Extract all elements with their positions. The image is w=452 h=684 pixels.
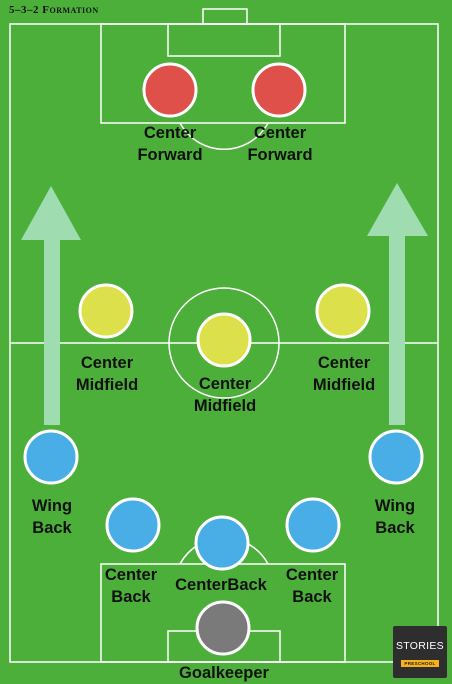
label-line: Center [317, 354, 371, 372]
label-line: Midfield [193, 397, 257, 415]
player-center-midfield-left [78, 283, 134, 339]
label-line: CenterBack [175, 576, 267, 594]
logo-text: STORIES [395, 640, 444, 652]
label-wing-back-right: Wing Back [375, 495, 415, 539]
label-line: Forward [137, 146, 203, 164]
label-line: Center [80, 354, 134, 372]
center-circle [168, 287, 280, 399]
label-line: Wing [374, 497, 416, 515]
label-center-midfield-right: Center Midfield [313, 352, 375, 396]
label-center-midfield-center: Center Midfield [194, 373, 256, 417]
label-line: Back [292, 588, 332, 606]
label-line: Back [32, 519, 72, 537]
label-line: Wing [31, 497, 73, 515]
player-wing-back-left [23, 429, 79, 485]
label-center-back-middle: CenterBack [175, 574, 267, 596]
player-center-back-left [105, 497, 161, 553]
label-line: Center [104, 566, 158, 584]
label-line: Forward [247, 146, 313, 164]
label-line: Midfield [75, 376, 139, 394]
logo-subtext: PRESCHOOL [401, 660, 439, 667]
label-center-back-left: Center Back [105, 564, 157, 608]
label-line: Goalkeeper [179, 664, 269, 682]
label-line: Midfield [312, 376, 376, 394]
label-center-midfield-left: Center Midfield [76, 352, 138, 396]
label-wing-back-left: Wing Back [32, 495, 72, 539]
label-center-forward-right: Center Forward [247, 122, 312, 166]
player-center-midfield-center [196, 312, 252, 368]
label-line: Back [111, 588, 151, 606]
label-line: Center [253, 124, 307, 142]
label-line: Back [375, 519, 415, 537]
label-line: Center [198, 375, 252, 393]
player-center-back-right [285, 497, 341, 553]
formation-title: 5–3–2 Formation [9, 4, 99, 16]
right-advance-arrow [367, 183, 428, 425]
player-wing-back-right [368, 429, 424, 485]
stories-logo: STORIES PRESCHOOL [393, 626, 447, 678]
left-advance-arrow [21, 186, 81, 425]
label-center-forward-left: Center Forward [137, 122, 202, 166]
player-center-midfield-right [315, 283, 371, 339]
label-line: Center [143, 124, 197, 142]
player-center-forward-left [142, 62, 198, 118]
label-line: Center [285, 566, 339, 584]
top-goal [202, 8, 248, 25]
top-penalty-arc [179, 122, 269, 150]
player-center-forward-right [251, 62, 307, 118]
label-center-back-right: Center Back [286, 564, 338, 608]
player-goalkeeper [195, 600, 251, 656]
player-center-back-middle [194, 515, 250, 571]
label-goalkeeper: Goalkeeper [179, 662, 269, 684]
